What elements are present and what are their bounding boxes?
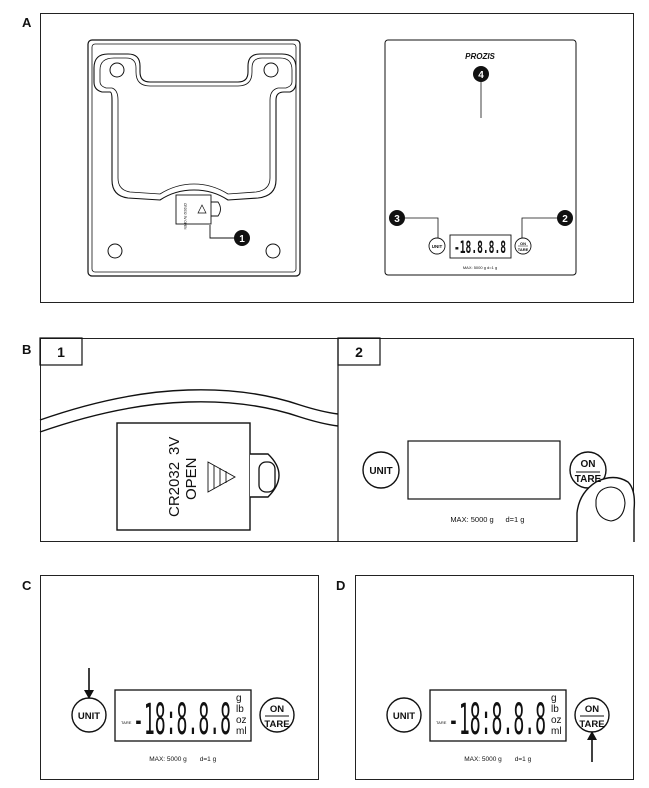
battery-open-text: OPEN	[183, 457, 200, 500]
tare-label-b[interactable]: TARE	[575, 474, 602, 485]
on-label-c[interactable]: ON	[270, 704, 284, 715]
callout-4: 4	[473, 66, 489, 82]
display-digits-c: -18:8.8.8	[133, 695, 231, 745]
max-text-c: MAX: 5000 g	[149, 756, 187, 763]
unit-g-c: g	[236, 693, 242, 704]
svg-text:1: 1	[239, 234, 245, 245]
section-label-d: D	[336, 578, 346, 593]
resolution-text-b: d=1 g	[506, 515, 525, 524]
on-label-b[interactable]: ON	[581, 459, 596, 470]
section-label-b: B	[22, 342, 32, 357]
figure-b-frame	[40, 338, 634, 542]
unit-ml-d: ml	[551, 726, 562, 737]
tare-label-a[interactable]: TARE	[518, 247, 529, 252]
resolution-text-d: d=1 g	[515, 756, 532, 763]
scale-top-view	[384, 39, 577, 276]
unit-button-b[interactable]: UNIT	[369, 466, 392, 477]
press-arrow-c	[84, 668, 94, 699]
tare-small-c: TARE	[121, 720, 132, 725]
callout-2: 2	[557, 210, 573, 226]
unit-lb-d: lb	[551, 704, 559, 715]
max-text-a: MAX: 5000 g d=1 g	[463, 265, 497, 270]
brand-logo: PROZIS	[465, 52, 495, 61]
max-text-b: MAX: 5000 g	[450, 515, 493, 524]
callout-3: 3	[389, 210, 405, 226]
battery-cover-text-a: CR2032 3V OPEN	[183, 203, 187, 230]
unit-ml-c: ml	[236, 726, 247, 737]
unit-oz-d: oz	[551, 715, 562, 726]
control-panel-b	[362, 440, 636, 542]
unit-oz-c: oz	[236, 715, 247, 726]
press-arrow-d	[587, 731, 597, 762]
figure-d-frame	[355, 575, 634, 780]
battery-compartment-closeup	[39, 389, 339, 531]
section-label-c: C	[22, 578, 32, 593]
on-label-d[interactable]: ON	[585, 704, 599, 715]
scale-bottom-view	[87, 39, 301, 277]
unit-lb-c: lb	[236, 704, 244, 715]
callout-1: 1	[234, 230, 250, 246]
unit-g-d: g	[551, 693, 557, 704]
tare-label-c[interactable]: TARE	[264, 719, 289, 730]
display-digits-a: -18.8.8.8	[454, 238, 506, 258]
section-label-a: A	[22, 15, 32, 30]
battery-model-text: CR2032	[166, 462, 183, 517]
figure-a-frame	[40, 13, 634, 303]
figure-c-frame	[40, 575, 319, 780]
display-digits-d: -18:8.8.8	[448, 695, 546, 745]
unit-button-c[interactable]: UNIT	[78, 711, 100, 722]
max-text-d: MAX: 5000 g	[464, 756, 502, 763]
on-label-a[interactable]: ON	[520, 241, 526, 246]
svg-text:3: 3	[394, 214, 400, 225]
svg-text:4: 4	[478, 70, 484, 81]
battery-voltage-text: 3V	[166, 437, 183, 455]
panel-2-label: 2	[355, 344, 363, 360]
panel-1-label: 1	[57, 344, 65, 360]
tare-label-d[interactable]: TARE	[579, 719, 604, 730]
tare-small-d: TARE	[436, 720, 447, 725]
resolution-text-c: d=1 g	[200, 756, 217, 763]
svg-text:2: 2	[562, 214, 568, 225]
unit-button-d[interactable]: UNIT	[393, 711, 415, 722]
unit-button-a[interactable]: UNIT	[432, 244, 443, 249]
